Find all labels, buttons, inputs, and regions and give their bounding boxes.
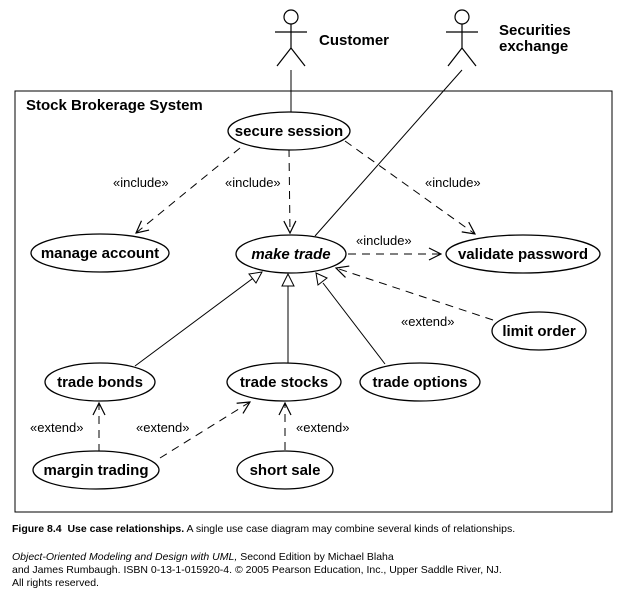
book-title: Object-Oriented Modeling and Design with… (12, 551, 238, 563)
extend-label-trade-stocks: «extend» (136, 420, 190, 435)
customer-label: Customer (319, 32, 389, 49)
include-label-make-trade: «include» (225, 175, 281, 190)
use-case-trade-stocks: trade stocks (226, 362, 342, 402)
svg-text:trade stocks: trade stocks (240, 374, 328, 391)
svg-text:limit order: limit order (502, 323, 576, 340)
use-case-short-sale: short sale (236, 450, 334, 490)
use-case-make-trade: make trade (235, 234, 347, 274)
include-session-make-trade (289, 148, 290, 233)
securities-exchange-actor (446, 9, 478, 67)
svg-text:make trade: make trade (251, 246, 330, 263)
use-case-secure-session: secure session (227, 111, 351, 151)
copyright-notice: Object-Oriented Modeling and Design with… (12, 551, 502, 590)
include-label-make-trade-validate: «include» (356, 233, 412, 248)
svg-text:validate password: validate password (458, 246, 588, 263)
use-case-manage-account: manage account (30, 233, 170, 273)
use-case-trade-options: trade options (359, 362, 481, 402)
customer-actor (275, 9, 307, 67)
include-label-manage-account: «include» (113, 175, 169, 190)
association-exchange-make-trade (314, 69, 463, 237)
extend-margin-trading-trade-stocks (159, 402, 250, 459)
svg-text:trade options: trade options (372, 374, 467, 391)
figure-label: Figure 8.4 (12, 523, 62, 535)
figure-caption: Figure 8.4 Use case relationships. A sin… (12, 523, 515, 536)
system-boundary (14, 90, 613, 513)
extend-label-short-sale: «extend» (296, 420, 350, 435)
securities-exchange-label-line1: Securities (499, 22, 571, 39)
include-label-validate-password: «include» (425, 175, 481, 190)
use-case-validate-password: validate password (445, 234, 601, 274)
include-session-validate-password (344, 140, 475, 234)
generalization-trade-options-make-trade (322, 282, 386, 365)
use-case-limit-order: limit order (491, 311, 587, 351)
include-session-manage-account (136, 147, 241, 233)
copyright-line-3: All rights reserved. (12, 577, 99, 589)
extend-label-limit-order: «extend» (401, 314, 455, 329)
use-case-margin-trading: margin trading (32, 450, 160, 490)
figure-text: A single use case diagram may combine se… (184, 523, 516, 535)
generalization-arrowhead-stocks (281, 272, 295, 287)
svg-text:secure session: secure session (235, 123, 343, 140)
svg-text:manage account: manage account (41, 245, 159, 262)
svg-text:short sale: short sale (250, 462, 321, 479)
copyright-line-2: and James Rumbaugh. ISBN 0-13-1-015920-4… (12, 564, 502, 576)
generalization-arrowhead-bonds (248, 271, 263, 284)
extend-label-trade-bonds: «extend» (30, 420, 84, 435)
use-case-trade-bonds: trade bonds (44, 362, 156, 402)
extend-limit-order-make-trade (336, 268, 494, 321)
system-title: Stock Brokerage System (26, 97, 203, 114)
securities-exchange-label-line2: exchange (499, 38, 568, 55)
figure-title: Use case relationships. (67, 523, 185, 535)
svg-text:margin trading: margin trading (43, 462, 148, 479)
generalization-arrowhead-options (315, 272, 328, 286)
book-authors: Second Edition by Michael Blaha (237, 551, 394, 563)
svg-text:trade bonds: trade bonds (57, 374, 143, 391)
generalization-trade-bonds-make-trade (134, 275, 257, 367)
